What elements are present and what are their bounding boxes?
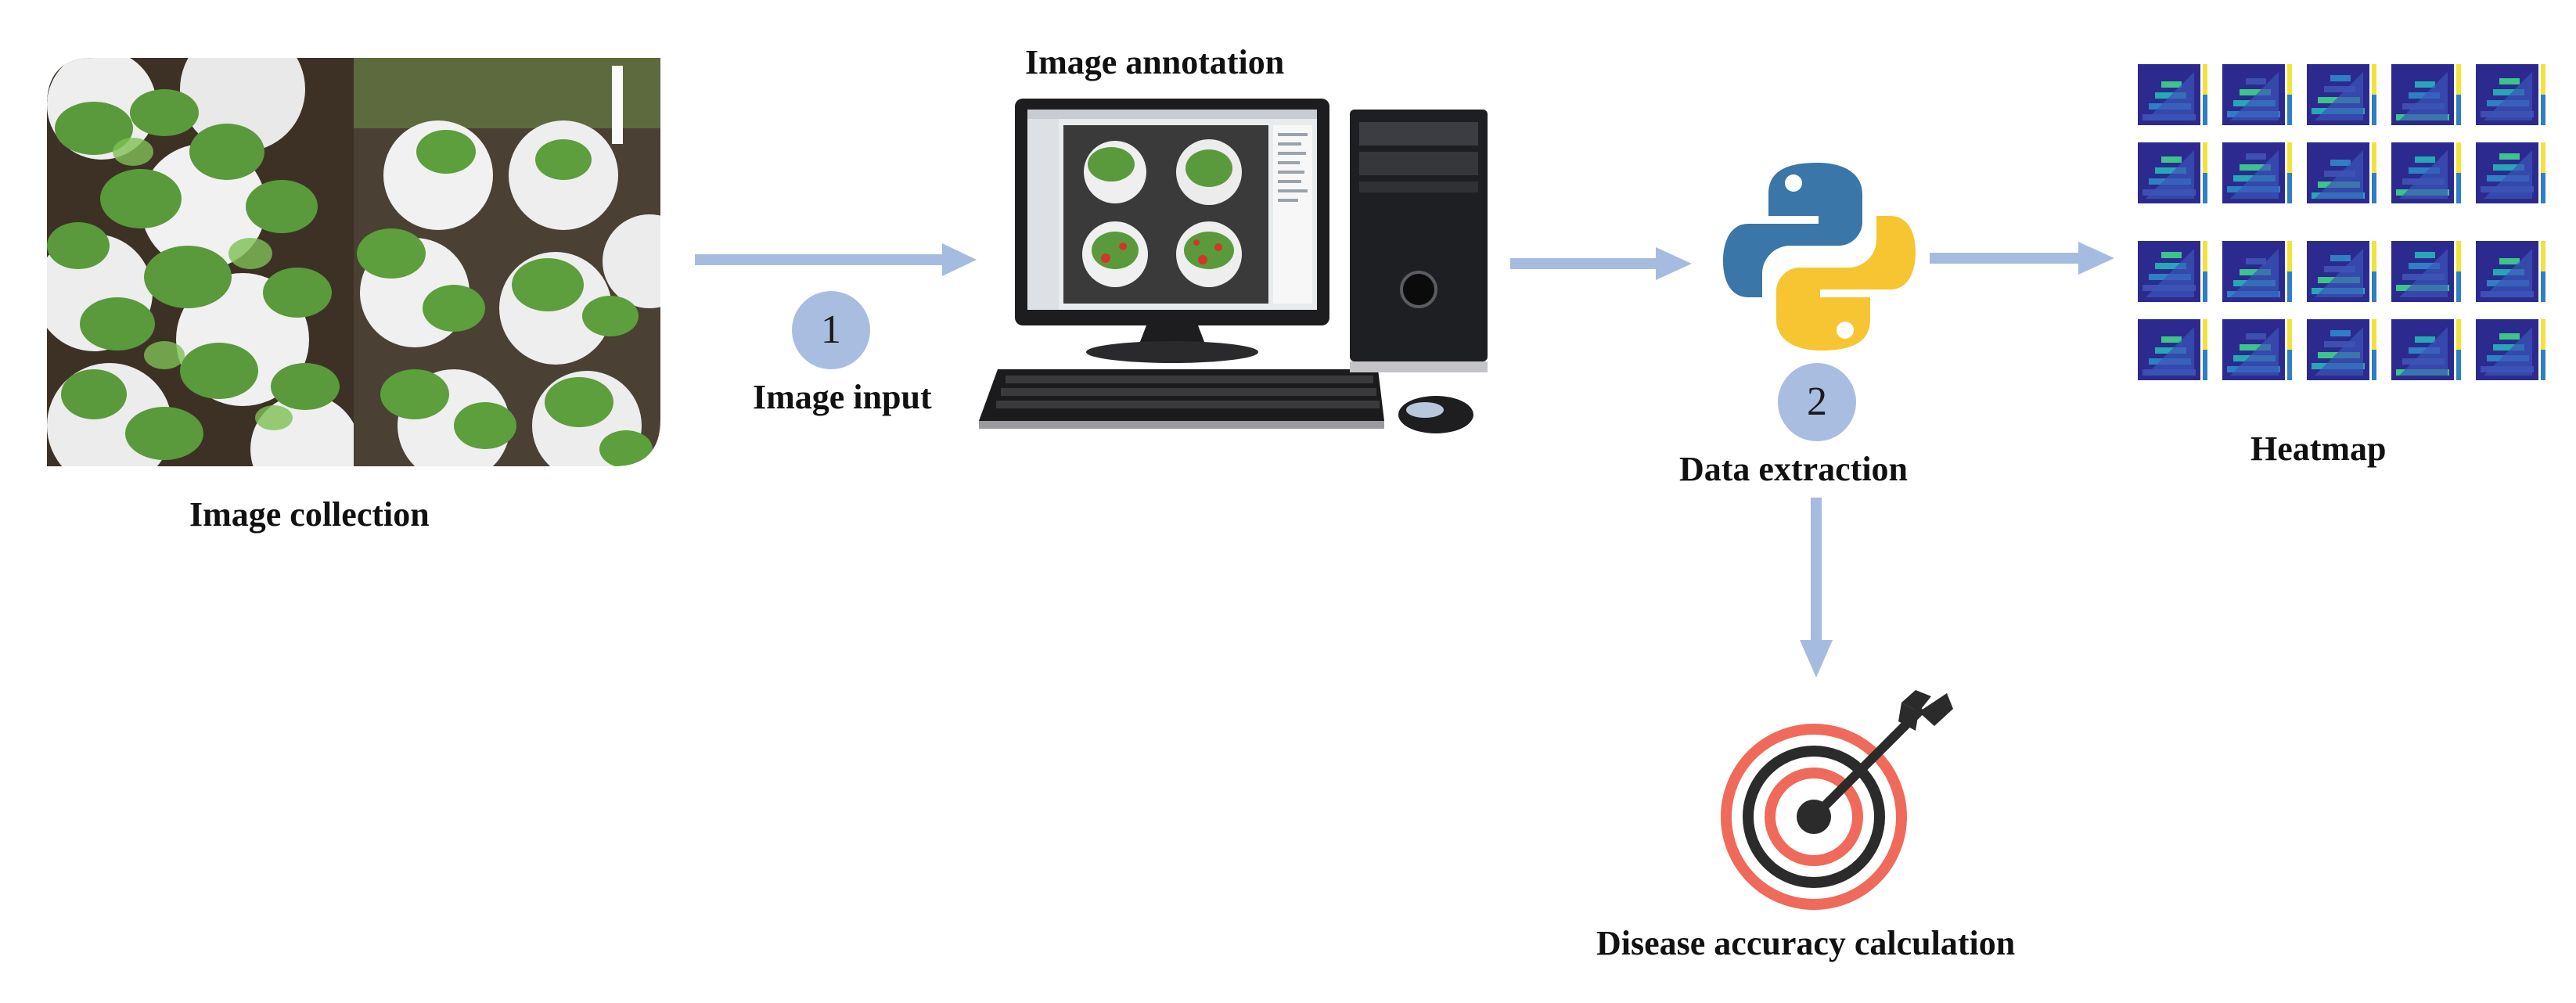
disease-accuracy-label: Disease accuracy calculation	[1596, 924, 2016, 962]
heatmap-grid-icon	[2138, 64, 2545, 380]
image-input-label: Image input	[753, 378, 932, 416]
python-logo-icon	[1723, 163, 1916, 351]
heatmap-thumbnail	[2391, 142, 2461, 203]
heatmap-thumbnail	[2307, 319, 2376, 380]
heatmap-thumbnail	[2307, 142, 2376, 203]
heatmap-thumbnail	[2222, 142, 2292, 203]
heatmap-thumbnail	[2138, 64, 2207, 125]
heatmap-thumbnail	[2476, 64, 2545, 125]
heatmap-thumbnail	[2391, 319, 2461, 380]
step-one-badge: 1	[792, 291, 870, 369]
arrow-to-heatmap	[1930, 242, 2114, 275]
arrow-to-accuracy	[1800, 498, 1833, 678]
heatmap-thumbnail	[2138, 142, 2207, 203]
heatmap-thumbnail	[2222, 319, 2292, 380]
image-annotation-label: Image annotation	[1025, 43, 1285, 81]
heatmap-thumbnail	[2222, 241, 2292, 302]
arrow-to-python	[1510, 247, 1692, 280]
heatmap-thumbnail	[2391, 64, 2461, 125]
data-extraction-label: Data extraction	[1679, 450, 1909, 488]
plant-photo-icon	[47, 58, 660, 466]
step-two-badge: 2	[1778, 363, 1856, 441]
heatmap-thumbnail	[2307, 64, 2376, 125]
desktop-computer-icon	[979, 99, 1488, 433]
image-collection-label: Image collection	[189, 495, 430, 534]
heatmap-thumbnail	[2476, 319, 2545, 380]
heatmap-thumbnail	[2138, 241, 2207, 302]
image-collection-photos	[47, 58, 660, 466]
heatmap-thumbnail	[2391, 241, 2461, 302]
heatmap-label: Heatmap	[2250, 430, 2387, 468]
target-arrow-icon	[1721, 690, 1953, 910]
heatmap-thumbnail	[2476, 241, 2545, 302]
heatmap-thumbnail	[2476, 142, 2545, 203]
arrow-to-annotation	[695, 243, 977, 276]
heatmap-thumbnail	[2307, 241, 2376, 302]
heatmap-thumbnail	[2138, 319, 2207, 380]
heatmap-thumbnail	[2222, 64, 2292, 125]
